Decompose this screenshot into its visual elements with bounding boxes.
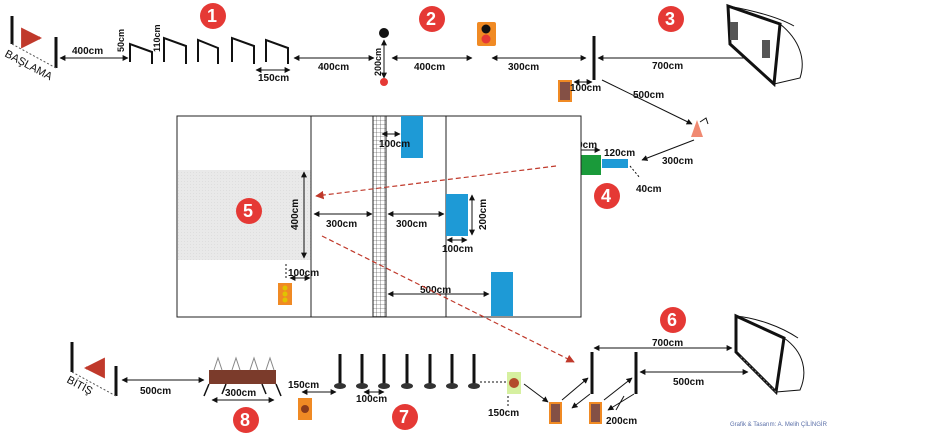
dim-s1-110: 110cm [152, 24, 162, 52]
dim-s1-50: 50cm [116, 29, 126, 52]
goal-icon-bottom [734, 313, 805, 396]
dim-s6-700: 700cm [652, 338, 683, 349]
dim-court-200: 200cm [478, 199, 489, 230]
ball-box-s6-a-icon [549, 402, 562, 424]
blue-bench [602, 159, 628, 168]
cone-icon [691, 117, 709, 137]
finish-label: BİTİŞ [65, 373, 95, 397]
dim-s6-500: 500cm [673, 377, 704, 388]
blue-box-bottom [491, 272, 513, 316]
station-badge-1: 1 [200, 3, 226, 29]
pole-6 [446, 354, 458, 389]
station-badge-2: 2 [419, 6, 445, 32]
dim-s6-150: 150cm [488, 408, 519, 419]
court-area: 100cm 400cm 300cm 300cm 200cm 100cm 500c… [176, 115, 582, 363]
svg-text:1: 1 [207, 6, 217, 26]
dim-s4-300: 300cm [662, 156, 693, 167]
dim-court-500: 500cm [420, 285, 451, 296]
dim-s2-300: 300cm [508, 62, 539, 73]
svg-text:7: 7 [399, 407, 409, 427]
svg-text:6: 6 [667, 310, 677, 330]
station-2-area: 200cm 400cm 300cm [373, 22, 587, 86]
pole-1 [334, 354, 346, 389]
dim-s4-40: 40cm [636, 184, 662, 195]
station-7-slalom: 100cm 150cm [288, 354, 506, 420]
dim-court-100a: 100cm [379, 139, 410, 150]
ball-box-court-icon [278, 283, 292, 305]
ball-box-s7-icon [298, 398, 312, 420]
station-badge-8: 8 [233, 407, 259, 433]
station-badge-5: 5 [236, 198, 262, 224]
dim-s2-400: 400cm [414, 62, 445, 73]
path-arrow-to-6 [321, 235, 575, 363]
dim-s7-100: 100cm [356, 394, 387, 405]
start-area: BAŞLAMA [3, 16, 58, 83]
pole-5 [424, 354, 436, 389]
dim-s7-150: 150cm [288, 380, 319, 391]
svg-text:2: 2 [426, 9, 436, 29]
path-arrow-to-5 [315, 165, 557, 200]
svg-text:5: 5 [243, 201, 253, 221]
station-6-area: 700cm 500cm 200cm 150cm [488, 313, 805, 427]
dim-court-300a: 300cm [326, 219, 357, 230]
credit-text: Grafik & Tasarım: A. Melih ÇİLİNGİR [730, 421, 828, 428]
station-8-area: 300cm 500cm [121, 356, 282, 403]
dim-s8-500: 500cm [140, 386, 171, 397]
station-badge-3: 3 [658, 6, 684, 32]
svg-text:8: 8 [240, 410, 250, 430]
station-badge-6: 6 [660, 307, 686, 333]
dim-s6-200: 200cm [606, 416, 637, 427]
ball-box-icon [558, 80, 572, 102]
start-label: BAŞLAMA [3, 48, 55, 83]
goal-icon [726, 3, 803, 88]
dim-s8-300: 300cm [225, 388, 256, 399]
dim-court-400: 400cm [290, 199, 301, 230]
dim-s3-700: 700cm [652, 61, 683, 72]
dim-s4-120: 120cm [604, 148, 635, 159]
pole-7 [468, 354, 480, 389]
station-badge-7: 7 [392, 404, 418, 430]
pole-3 [378, 354, 390, 389]
traffic-light-icon [477, 22, 496, 46]
station-badge-4: 4 [594, 183, 620, 209]
station-1-hurdles: 400cm 50cm 110cm 150cm 400cm [59, 24, 375, 84]
ball-box-s6-b-icon [589, 402, 602, 424]
station-3-area: 700cm 100cm 500cm 300cm [558, 3, 803, 167]
dim-s4-180: 180cm [566, 140, 597, 151]
dim-court-300b: 300cm [396, 219, 427, 230]
svg-text:4: 4 [601, 186, 611, 206]
pole-4 [401, 354, 413, 389]
dim-s1-150: 150cm [258, 73, 289, 84]
blue-box-middle [446, 194, 468, 236]
pole-2 [356, 354, 368, 389]
svg-text:3: 3 [665, 9, 675, 29]
finish-area: BİTİŞ [65, 342, 118, 398]
dim-s3-100: 100cm [570, 83, 601, 94]
blue-box-top [401, 116, 423, 158]
dim-s3-500: 500cm [633, 90, 664, 101]
traffic-light-s6-icon [507, 372, 521, 394]
dim-court-100b: 100cm [442, 244, 473, 255]
dim-s1-400b: 400cm [318, 62, 349, 73]
spiked-hurdle [203, 356, 282, 397]
dim-court-100c: 100cm [288, 268, 319, 279]
dim-s1-400: 400cm [72, 46, 103, 57]
dim-s2-200: 200cm [373, 48, 383, 76]
